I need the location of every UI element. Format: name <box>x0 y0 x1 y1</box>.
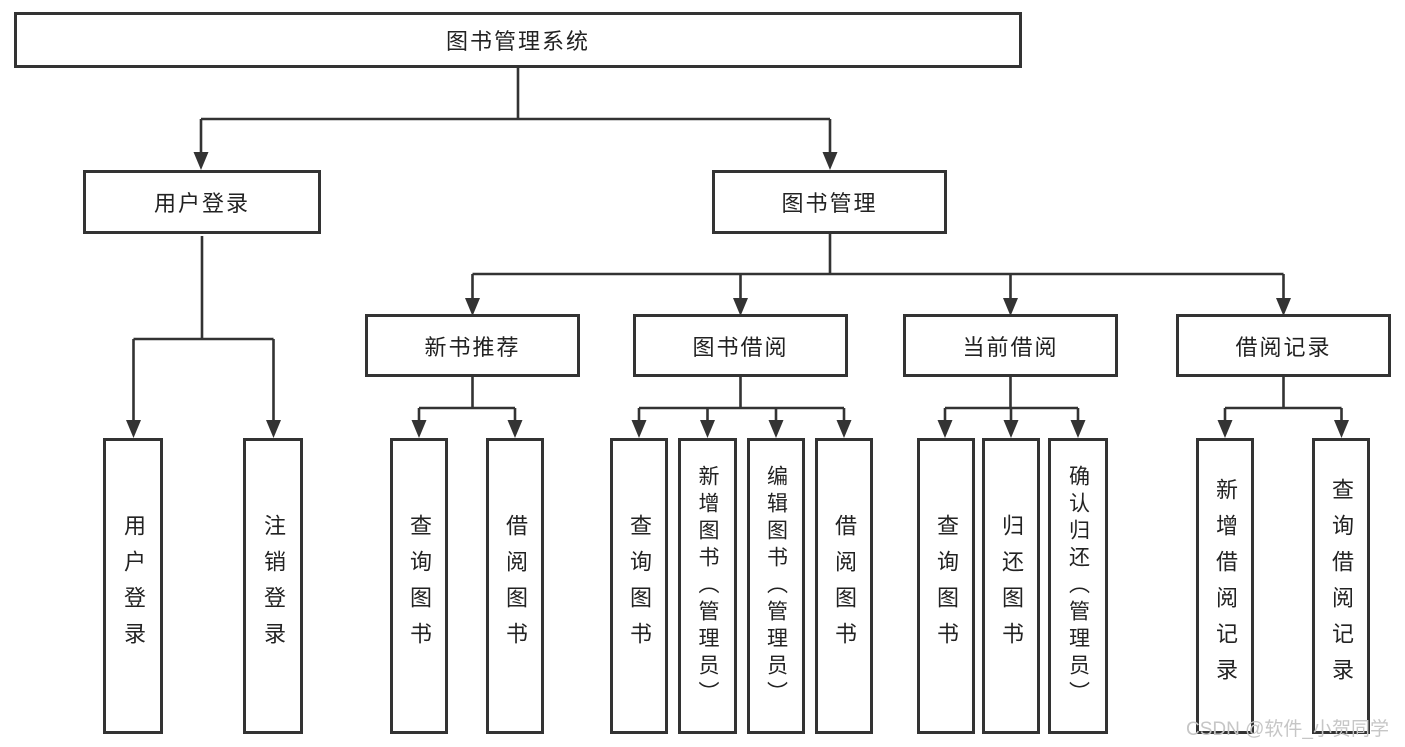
leaf-query-borrow-record: 查询借阅记录 <box>1312 438 1370 734</box>
csdn-watermark: CSDN @软件_小贺同学 <box>1186 719 1389 740</box>
leaf-borrow-books: 借阅图书 <box>815 438 873 734</box>
leaf-query-books-current: 查询图书 <box>917 438 975 734</box>
node-new-book-recommend: 新书推荐 <box>365 314 580 377</box>
leaf-add-books-admin-label: 新增图书（管理员） <box>696 464 719 708</box>
node-borrowing-records-label: 借阅记录 <box>1235 334 1332 360</box>
leaf-query-books-borrowing-label: 查询图书 <box>627 514 652 658</box>
node-user-login-label: 用户登录 <box>153 191 250 216</box>
node-borrowing-records: 借阅记录 <box>1176 314 1391 377</box>
leaf-logout: 注销登录 <box>243 438 303 734</box>
leaf-borrow-books-recommend-label: 借阅图书 <box>503 514 528 658</box>
leaf-user-login-label: 用户登录 <box>121 514 146 658</box>
node-book-management: 图书管理 <box>712 170 947 234</box>
node-book-borrowing-label: 图书借阅 <box>692 334 789 360</box>
leaf-add-borrow-record: 新增借阅记录 <box>1196 438 1254 734</box>
leaf-user-login: 用户登录 <box>103 438 163 734</box>
leaf-add-books-admin: 新增图书（管理员） <box>678 438 737 734</box>
leaf-query-books-recommend: 查询图书 <box>390 438 448 734</box>
node-book-management-label: 图书管理 <box>781 191 878 216</box>
leaf-borrow-books-recommend: 借阅图书 <box>486 438 544 734</box>
leaf-query-books-borrowing: 查询图书 <box>610 438 668 734</box>
leaf-edit-books-admin: 编辑图书（管理员） <box>747 438 805 734</box>
node-book-borrowing: 图书借阅 <box>633 314 848 377</box>
node-current-borrowing-label: 当前借阅 <box>962 334 1059 360</box>
leaf-query-borrow-record-label: 查询借阅记录 <box>1329 478 1354 694</box>
node-root-library-management-system: 图书管理系统 <box>14 12 1022 68</box>
leaf-confirm-return-admin-label: 确认归还（管理员） <box>1066 464 1090 708</box>
leaf-confirm-return-admin: 确认归还（管理员） <box>1048 438 1108 734</box>
leaf-edit-books-admin-label: 编辑图书（管理员） <box>764 464 788 708</box>
leaf-return-books: 归还图书 <box>982 438 1040 734</box>
leaf-query-books-recommend-label: 查询图书 <box>407 514 432 658</box>
node-current-borrowing: 当前借阅 <box>903 314 1118 377</box>
node-user-login: 用户登录 <box>83 170 321 234</box>
leaf-return-books-label: 归还图书 <box>999 514 1024 658</box>
leaf-borrow-books-label: 借阅图书 <box>832 514 857 658</box>
leaf-logout-label: 注销登录 <box>261 514 286 658</box>
node-new-book-recommend-label: 新书推荐 <box>424 334 521 360</box>
leaf-query-books-current-label: 查询图书 <box>934 514 959 658</box>
node-root-label: 图书管理系统 <box>445 29 590 54</box>
leaf-add-borrow-record-label: 新增借阅记录 <box>1213 478 1238 694</box>
